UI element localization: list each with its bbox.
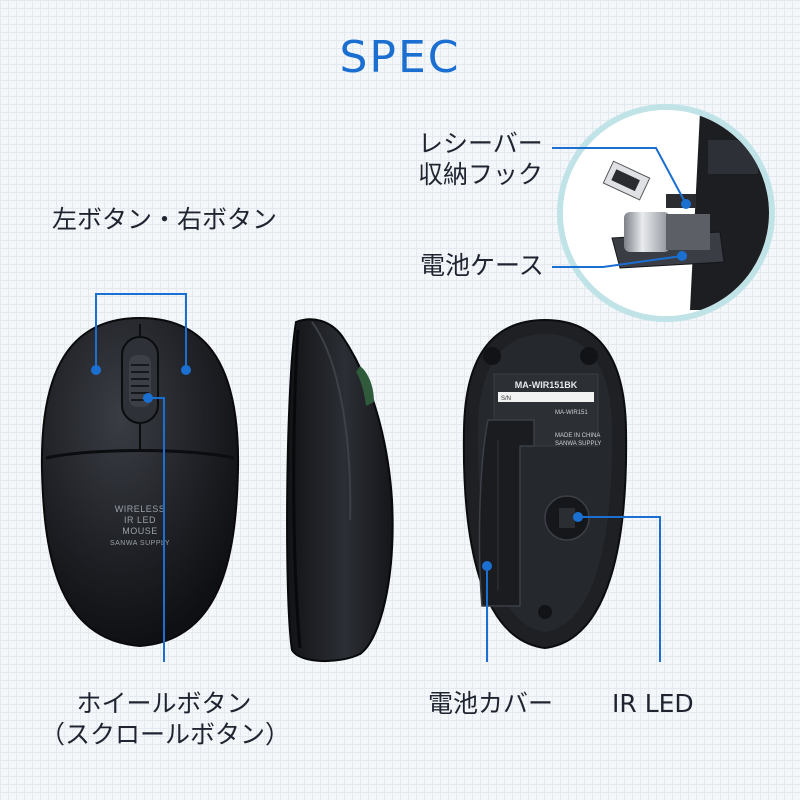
ir-led-label: IR LED bbox=[612, 689, 694, 718]
leader-lines bbox=[95, 147, 687, 662]
mouse-bottom-view: MA-WIR151BK S/N MA-WIR151 MADE IN CHINA … bbox=[462, 318, 628, 650]
sticker-model-small: MA-WIR151 bbox=[555, 410, 588, 416]
wheel-button-label: ホイールボタン （スクロールボタン） bbox=[40, 688, 291, 750]
battery-case-label: 電池ケース bbox=[420, 251, 544, 280]
receiver-hook-label: レシーバー 収納フック bbox=[418, 128, 543, 190]
mouse-print-line1: WIRELESS bbox=[115, 504, 166, 514]
wheel-button-label-line1: ホイールボタン bbox=[76, 689, 252, 718]
receiver-hook-label-line2: 収納フック bbox=[418, 160, 544, 189]
mouse-top-view: WIRELESS IR LED MOUSE SANWA SUPPLY bbox=[40, 316, 240, 648]
mouse-print-line2: IR LED bbox=[124, 515, 156, 525]
mouse-side-view bbox=[286, 318, 394, 663]
wheel-button-label-line2: （スクロールボタン） bbox=[40, 720, 291, 749]
sticker-model: MA-WIR151BK bbox=[515, 380, 578, 390]
battery-cover-label: 電池カバー bbox=[428, 689, 554, 718]
sticker-made-in: MADE IN CHINA bbox=[555, 433, 600, 439]
receiver-hook-label-line1: レシーバー bbox=[418, 129, 543, 158]
detail-callout-circle bbox=[557, 104, 775, 322]
mouse-print-line3: MOUSE bbox=[122, 526, 158, 536]
sticker-sn: S/N bbox=[501, 396, 511, 402]
leader-dots bbox=[91, 199, 691, 571]
left-right-button-label: 左ボタン・右ボタン bbox=[52, 205, 278, 234]
mouse-print-line4: SANWA SUPPLY bbox=[110, 540, 170, 547]
page-title: SPEC bbox=[339, 32, 461, 83]
sticker-brand: SANWA SUPPLY bbox=[555, 441, 601, 447]
